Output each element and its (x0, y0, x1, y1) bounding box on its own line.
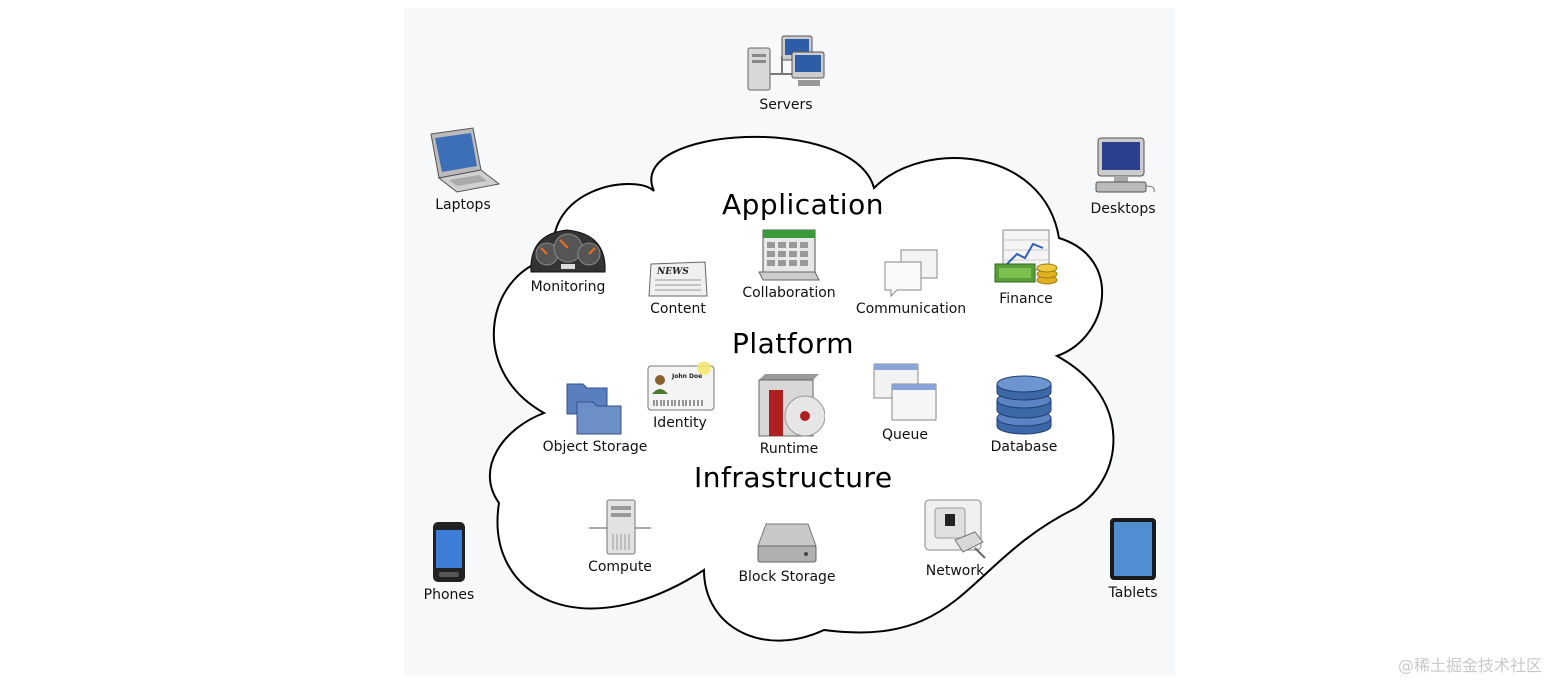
layer-title-platform: Platform (732, 327, 855, 360)
compute-server-icon (589, 499, 651, 555)
laptop-icon (430, 127, 501, 193)
monitoring-label: Monitoring (530, 279, 606, 295)
finance-chart-money-icon (994, 229, 1058, 285)
watermark: @稀土掘金技术社区 (1397, 656, 1542, 675)
newspaper-masthead: NEWS (656, 267, 689, 277)
desktops-node: Desktops (1086, 136, 1160, 218)
desktop-icon (1095, 137, 1155, 193)
object-storage-label: Object Storage (542, 439, 648, 455)
calendar-icon (758, 229, 820, 281)
queue-label: Queue (882, 427, 928, 443)
tablets-label: Tablets (1108, 585, 1158, 601)
servers-node: Servers (746, 34, 826, 114)
finance-label: Finance (999, 291, 1053, 307)
identity-label: Identity (653, 415, 707, 431)
tablets-node: Tablets (1100, 516, 1166, 602)
communication-node: Communication (852, 248, 970, 318)
network-label: Network (925, 563, 985, 579)
network-port-icon (924, 499, 986, 559)
laptops-label: Laptops (435, 197, 491, 213)
folders-icon (566, 383, 622, 435)
id-card-name: John Doe (671, 373, 702, 380)
runtime-box-disc-icon (758, 374, 825, 437)
collaboration-label: Collaboration (742, 285, 836, 301)
chat-bubbles-icon (884, 249, 938, 298)
laptops-node: Laptops (422, 126, 504, 214)
tablet-icon (1110, 518, 1156, 580)
layer-title-infrastructure: Infrastructure (694, 461, 893, 494)
compute-node: Compute (580, 498, 660, 576)
gauge-dashboard-icon (530, 229, 606, 273)
servers-label: Servers (759, 97, 813, 113)
compute-label: Compute (588, 559, 652, 575)
newspaper-icon: NEWS (648, 261, 708, 297)
block-storage-node: Block Storage (734, 522, 840, 586)
content-label: Content (650, 301, 706, 317)
queue-windows-icon (873, 363, 937, 421)
phone-icon (433, 522, 465, 582)
servers-icon (747, 35, 825, 91)
database-label: Database (990, 439, 1058, 455)
network-node: Network (916, 498, 994, 580)
phones-node: Phones (416, 520, 482, 604)
database-node: Database (982, 374, 1066, 456)
hard-drive-icon (757, 523, 817, 563)
block-storage-label: Block Storage (738, 569, 836, 585)
database-cylinder-icon (996, 375, 1052, 435)
finance-node: Finance (988, 228, 1064, 308)
runtime-label: Runtime (759, 441, 819, 457)
identity-node: John Doe Identity (644, 362, 716, 432)
content-node: NEWS Content (638, 260, 718, 318)
desktops-label: Desktops (1090, 201, 1156, 217)
diagram-panel: Application Platform Infrastructure Serv… (404, 8, 1175, 676)
id-card-icon: John Doe (647, 362, 715, 411)
monitoring-node: Monitoring (518, 226, 618, 296)
runtime-node: Runtime (748, 370, 830, 458)
phones-label: Phones (423, 587, 475, 603)
collaboration-node: Collaboration (734, 228, 844, 302)
object-storage-node: Object Storage (536, 378, 654, 456)
queue-node: Queue (866, 362, 944, 444)
communication-label: Communication (855, 301, 967, 317)
layer-title-application: Application (722, 188, 884, 221)
